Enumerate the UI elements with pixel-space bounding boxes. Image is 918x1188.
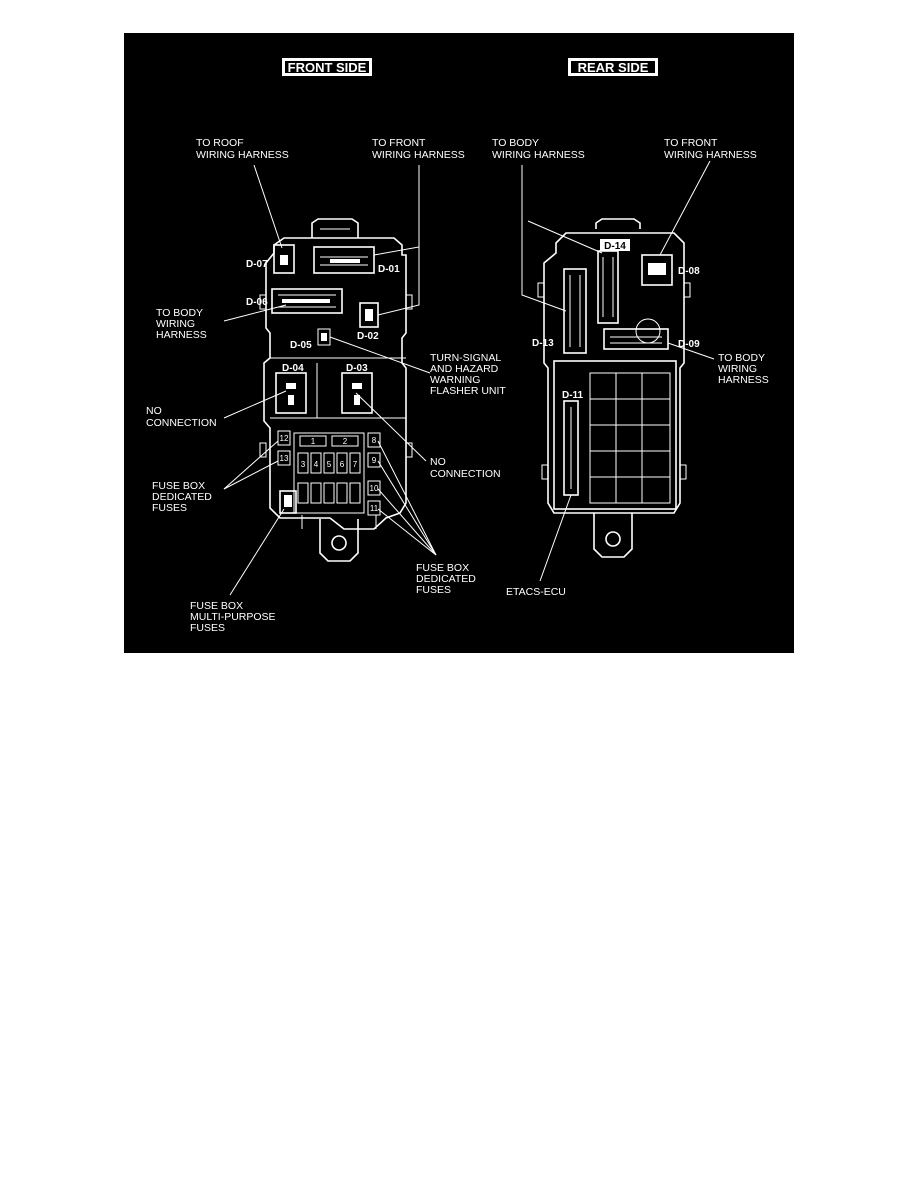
d13-connector	[563, 268, 587, 354]
d08-label: D-08	[678, 266, 700, 277]
fuse-box-dedicated-1-label-1: FUSE BOX	[152, 480, 205, 492]
fuse-5	[323, 452, 335, 474]
d05-label: D-05	[290, 340, 312, 351]
svg-text:5: 5	[327, 460, 332, 469]
rear-to-front-label-1: TO FRONT	[664, 137, 718, 149]
d02-label: D-02	[357, 331, 379, 342]
d14-label: D-14	[604, 241, 626, 252]
to-front-wh-label-2: WIRING HARNESS	[372, 149, 465, 161]
d09-label: D-09	[678, 339, 700, 350]
no-connection-2-label-2: CONNECTION	[430, 468, 501, 480]
d06-label: D-06	[246, 297, 268, 308]
d06-connector	[271, 288, 343, 314]
fuse-box-dedicated-2-label-2: DEDICATED	[416, 573, 476, 585]
d14-connector	[597, 250, 619, 324]
d01-label: D-01	[378, 264, 400, 275]
d04-relay	[275, 372, 307, 414]
fuse-box-dedicated-2-label-1: FUSE BOX	[416, 562, 469, 574]
turn-signal-label-4: FLASHER UNIT	[430, 385, 506, 397]
d03-relay	[341, 372, 373, 414]
front-relay-box	[259, 218, 413, 562]
to-body-label-1: TO BODY	[156, 307, 203, 319]
fuse-10	[367, 480, 381, 496]
rear-to-body-2-label-1: TO BODY	[718, 352, 765, 364]
fuse-box-dedicated-1-label-2: DEDICATED	[152, 491, 212, 503]
d07-label: D-07	[246, 259, 268, 270]
rear-to-body-label-1: TO BODY	[492, 137, 539, 149]
svg-text:11: 11	[370, 504, 379, 513]
no-connection-2-label-1: NO	[430, 456, 446, 468]
svg-text:13: 13	[280, 454, 289, 463]
svg-text:12: 12	[280, 434, 289, 443]
fuse-box-dedicated-2-label-3: FUSES	[416, 584, 451, 596]
fuse-1	[299, 435, 327, 447]
to-body-label-3: HARNESS	[156, 329, 207, 341]
fuse-7	[349, 452, 361, 474]
diagram-canvas: FRONT SIDE REAR SIDE	[146, 58, 769, 634]
fuse-11	[367, 500, 381, 516]
fuse-13	[277, 450, 291, 466]
svg-text:1: 1	[311, 437, 316, 446]
front-fuse-block: 1 2 3 4 5 6 7 8 9 10 11 12 13	[277, 430, 381, 516]
svg-text:8: 8	[372, 436, 377, 445]
to-roof-label-2: WIRING HARNESS	[196, 149, 289, 161]
fuse-box-dedicated-1-label-3: FUSES	[152, 502, 187, 514]
rear-to-body-2-label-2: WIRING	[718, 363, 757, 375]
fuse-8	[367, 432, 381, 448]
fuse-3	[297, 452, 309, 474]
to-body-label-2: WIRING	[156, 318, 195, 330]
turn-signal-label-1: TURN-SIGNAL	[430, 352, 501, 364]
rear-relay-box	[537, 218, 691, 558]
d09-connector	[603, 328, 669, 350]
fuse-12	[277, 430, 291, 446]
etacs-ecu-label: ETACS-ECU	[506, 586, 566, 598]
d11-label: D-11	[562, 390, 584, 401]
svg-text:9: 9	[372, 456, 377, 465]
svg-text:7: 7	[353, 460, 358, 469]
d08-connector	[641, 254, 673, 286]
turn-signal-label-2: AND HAZARD	[430, 363, 499, 375]
d07-connector	[273, 244, 295, 274]
d13-label: D-13	[532, 338, 554, 349]
fuse-2	[331, 435, 359, 447]
svg-text:3: 3	[301, 460, 306, 469]
d04-label: D-04	[282, 363, 304, 374]
svg-text:6: 6	[340, 460, 345, 469]
front-side-header: FRONT SIDE	[288, 60, 367, 75]
relay-box-diagram: FRONT SIDE REAR SIDE	[124, 33, 794, 653]
rear-to-front-label-2: WIRING HARNESS	[664, 149, 757, 161]
no-connection-1-label-1: NO	[146, 405, 162, 417]
no-connection-1-label-2: CONNECTION	[146, 417, 217, 429]
d03-label: D-03	[346, 363, 368, 374]
to-front-wh-label-1: TO FRONT	[372, 137, 426, 149]
fuse-4	[310, 452, 322, 474]
svg-text:2: 2	[343, 437, 348, 446]
fuse-6	[336, 452, 348, 474]
fuse-9	[367, 452, 381, 468]
fuse-box-multi-label-2: MULTI-PURPOSE	[190, 611, 276, 623]
rear-to-body-label-2: WIRING HARNESS	[492, 149, 585, 161]
turn-signal-label-3: WARNING	[430, 374, 480, 386]
d01-connector	[313, 246, 375, 274]
svg-text:4: 4	[314, 460, 319, 469]
rear-side-header: REAR SIDE	[578, 60, 649, 75]
fuse-box-multi-label-1: FUSE BOX	[190, 600, 243, 612]
fuse-box-multi-label-3: FUSES	[190, 622, 225, 634]
to-roof-label-1: TO ROOF	[196, 137, 244, 149]
svg-text:10: 10	[370, 484, 379, 493]
rear-to-body-2-label-3: HARNESS	[718, 374, 769, 386]
